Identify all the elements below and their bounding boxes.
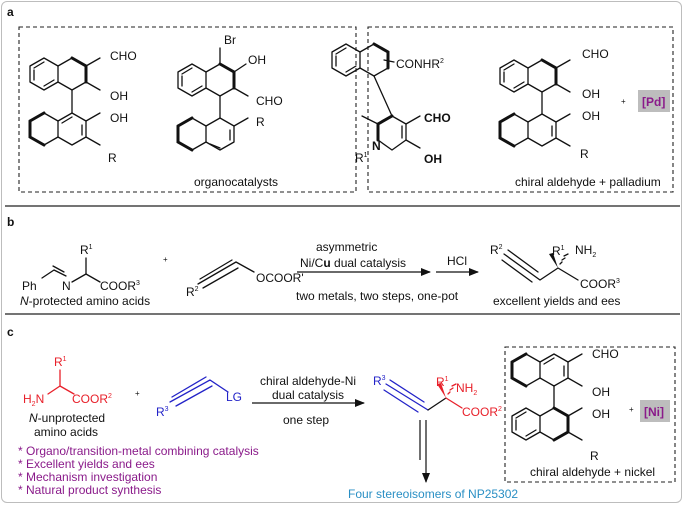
c2-br: Br — [224, 33, 236, 47]
c-caption-line2: amino acids — [34, 425, 98, 439]
organocatalysts-label: organocatalysts — [194, 175, 278, 189]
highlight-item: * Excellent yields and ees — [18, 457, 155, 471]
cc-r: R — [590, 449, 599, 463]
c3-oh: OH — [424, 152, 442, 166]
b-r2: R2 — [186, 285, 199, 299]
organocatalysts-box — [18, 26, 357, 193]
c-substrate-1: H2N R1 COOR2 N-unprotected amino acids — [23, 355, 112, 439]
c-product: R3 R1 NH2 COOR2 Four stereoisomers of NP… — [348, 374, 518, 501]
catalyst-3-structure: CONHR2 CHO OH N R1 — [331, 42, 451, 166]
pd-badge: [Pd] — [642, 95, 665, 109]
b-substrate-2: R2 OCOOR' — [186, 259, 304, 299]
c1-cho: CHO — [110, 49, 137, 63]
b-product: R2 R1 NH2 COOR3 excellent yields and ees — [490, 243, 620, 308]
c-arrow-top-2: dual catalysis — [272, 388, 344, 402]
c-substrate-2: R3 LG — [156, 376, 242, 419]
b-coor3: COOR3 — [100, 279, 140, 293]
c4-cho: CHO — [582, 47, 609, 61]
highlight-item: * Organo/transition-metal combining cata… — [18, 444, 259, 458]
highlight-item: * Natural product synthesis — [18, 483, 161, 497]
c2-r: R — [256, 115, 265, 129]
b-plus: + — [163, 255, 168, 264]
c-prod-coor2: COOR2 — [462, 405, 502, 419]
cc-oh2: OH — [592, 407, 610, 421]
c-downstream-label: Four stereoisomers of NP25302 — [348, 487, 518, 501]
b-arrows-bottom: two metals, two steps, one-pot — [296, 289, 459, 303]
pd-plus: + — [621, 97, 626, 106]
c2-oh: OH — [248, 53, 266, 67]
c1-r: R — [108, 151, 117, 165]
c-coor2: COOR2 — [72, 392, 112, 406]
b-ph: Ph — [22, 279, 37, 293]
ni-badge: [Ni] — [644, 405, 664, 419]
c4-r: R — [580, 147, 589, 161]
b-arrow-1-top-2: Ni/Cu dual catalysis — [300, 256, 406, 270]
c3-r1: R1 — [355, 151, 368, 165]
b-prod-nh2: NH2 — [575, 243, 596, 259]
pd-badge-bg — [638, 90, 670, 112]
c1-oh2: OH — [110, 111, 128, 125]
cc-oh1: OH — [592, 385, 610, 399]
b-product-caption: excellent yields and ees — [493, 294, 620, 308]
c-arrow-top-1: chiral aldehyde-Ni — [260, 374, 356, 388]
b-arrow-1-top-1: asymmetric — [316, 240, 377, 254]
c-r3: R3 — [156, 405, 169, 419]
b-substrate-1: Ph N R1 COOR3 N-protected amino acids — [20, 243, 150, 308]
highlight-item: * Mechanism investigation — [18, 470, 157, 484]
c-highlights: * Organo/transition-metal combining cata… — [18, 444, 259, 497]
panel-b-letter: b — [7, 215, 14, 229]
aldehyde-palladium-label: chiral aldehyde + palladium — [515, 175, 661, 189]
b-arrow-2-top: HCl — [447, 254, 467, 268]
panel-a-letter: a — [7, 5, 14, 19]
c3-cho: CHO — [424, 111, 451, 125]
c4-oh1: OH — [582, 87, 600, 101]
aldehyde-nickel-box — [504, 346, 676, 483]
aldehyde-nickel-label: chiral aldehyde + nickel — [530, 465, 655, 479]
ni-badge-bg — [640, 400, 670, 422]
c2-cho: CHO — [256, 94, 283, 108]
c-catalyst-structure: CHO OH OH R — [510, 347, 619, 463]
b-arrows: asymmetric Ni/Cu dual catalysis HCl two … — [296, 240, 479, 303]
c-r1: R1 — [54, 355, 67, 369]
b-r1: R1 — [80, 243, 93, 257]
c4-oh2: OH — [582, 109, 600, 123]
c-lg: LG — [226, 390, 242, 404]
b-prod-coor3: COOR3 — [580, 277, 620, 291]
b-n: N — [62, 279, 71, 293]
c-prod-r1: R1 — [436, 375, 449, 389]
c-h2n: H2N — [23, 392, 44, 408]
catalyst-1-structure: CHO OH OH R — [28, 49, 137, 165]
c-plus: + — [135, 389, 140, 398]
c-prod-r3: R3 — [373, 374, 386, 388]
c-arrow-group: chiral aldehyde-Ni dual catalysis one st… — [252, 374, 365, 427]
ni-plus: + — [629, 405, 634, 414]
c3-conhr: CONHR2 — [396, 57, 444, 71]
b-ococoor: OCOOR' — [256, 271, 304, 285]
catalyst-4-structure: CHO OH OH R — [498, 47, 609, 161]
panel-c-letter: c — [7, 325, 14, 339]
c-arrow-bottom: one step — [283, 413, 329, 427]
aldehyde-palladium-box — [367, 26, 674, 193]
catalyst-2-structure: Br OH CHO R organocatalysts — [176, 33, 283, 189]
cc-cho: CHO — [592, 347, 619, 361]
c-prod-nh2: NH2 — [456, 381, 477, 397]
c3-n: N — [372, 139, 381, 153]
b-prod-r1: R1 — [552, 244, 565, 258]
c-caption-line1: N-unprotected — [29, 411, 105, 425]
c1-oh1: OH — [110, 89, 128, 103]
b-prod-r2: R2 — [490, 243, 503, 257]
b-caption-1: N-protected amino acids — [20, 294, 150, 308]
